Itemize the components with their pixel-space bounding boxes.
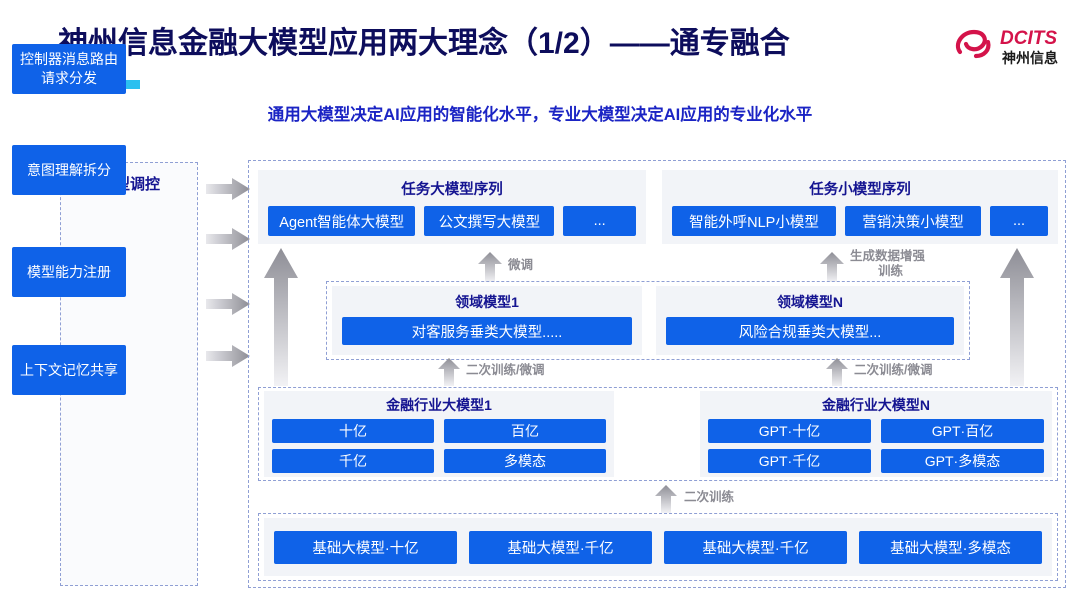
industry-model-grid-1: 十亿 百亿 千亿 多模态: [272, 419, 606, 473]
task-model-agent[interactable]: Agent智能体大模型: [268, 206, 416, 236]
domain-model-group-1: 领域模型1 对客服务垂类大模型.....: [332, 286, 642, 355]
arrow-up-fine-tune: [478, 252, 502, 282]
task-model-more[interactable]: ...: [563, 206, 636, 236]
industry-model-cell-n-2[interactable]: GPT·百亿: [881, 419, 1044, 443]
industry-model-cell-n-4[interactable]: GPT·多模态: [881, 449, 1044, 473]
industry-model-cell-1-2[interactable]: 百亿: [444, 419, 606, 443]
svg-text:神州信息: 神州信息: [1002, 50, 1058, 66]
industry-model-cell-1-1[interactable]: 十亿: [272, 419, 434, 443]
task-small-model-sequence-title: 任务小模型序列: [809, 182, 911, 198]
industry-model-group-1: 金融行业大模型1 十亿 百亿 千亿 多模态: [264, 391, 614, 477]
task-large-model-sequence-title: 任务大模型序列: [401, 182, 503, 198]
industry-model-group-n: 金融行业大模型N GPT·十亿 GPT·百亿 GPT·千亿 GPT·多模态: [700, 391, 1052, 477]
base-models-frame: [258, 513, 1058, 581]
model-stack-frame: [248, 160, 1066, 588]
base-models-row: 基础大模型·十亿 基础大模型·千亿 基础大模型·千亿 基础大模型·多模态: [264, 518, 1052, 576]
arrow-up-retrain-finetune-right: [826, 358, 848, 386]
base-model-4[interactable]: 基础大模型·多模态: [859, 530, 1042, 564]
arrow-up-retrain: [655, 485, 677, 513]
arrow-up-retrain-finetune-left: [438, 358, 460, 386]
regulation-item-context-memory[interactable]: 上下文记忆共享: [12, 345, 126, 395]
industry-model-title-1: 金融行业大模型1: [386, 397, 492, 413]
arrow-up-tall-right: [1000, 248, 1034, 386]
connector-arrow-right-2: [206, 228, 250, 250]
arrow-label-retrain: 二次训练: [684, 490, 735, 504]
industry-models-frame: [258, 387, 1058, 481]
logo-icon: DCITS 神州信息: [955, 28, 1058, 66]
domain-model-box-n[interactable]: 风险合规垂类大模型...: [666, 317, 954, 345]
task-model-document-writing[interactable]: 公文撰写大模型: [424, 206, 555, 236]
dcits-logo: DCITS 神州信息: [952, 22, 1072, 70]
domain-model-group-n: 领域模型N 风险合规垂类大模型...: [656, 286, 964, 355]
arrow-up-data-augment: [820, 252, 844, 282]
task-model-outbound-nlp[interactable]: 智能外呼NLP小模型: [672, 206, 836, 236]
svg-text:DCITS: DCITS: [1000, 28, 1057, 49]
industry-model-cell-n-1[interactable]: GPT·十亿: [708, 419, 871, 443]
domain-models-frame: [326, 281, 970, 360]
arrow-label-data-augment-line2: 训练: [878, 264, 904, 278]
industry-model-cell-n-3[interactable]: GPT·千亿: [708, 449, 871, 473]
base-model-1[interactable]: 基础大模型·十亿: [274, 530, 457, 564]
connector-arrow-right-4: [206, 345, 250, 367]
task-large-model-sequence: 任务大模型序列 Agent智能体大模型 公文撰写大模型 ...: [258, 170, 646, 244]
arrow-label-retrain-finetune-left: 二次训练/微调: [466, 363, 545, 377]
industry-model-cell-1-4[interactable]: 多模态: [444, 449, 606, 473]
header: 神州信息金融大模型应用两大理念（1/2）——通专融合 通用大模型决定AI应用的智…: [0, 0, 1080, 140]
domain-model-box-1[interactable]: 对客服务垂类大模型.....: [342, 317, 632, 345]
task-model-more-small[interactable]: ...: [990, 206, 1048, 236]
base-model-3[interactable]: 基础大模型·千亿: [664, 530, 847, 564]
task-small-model-row: 智能外呼NLP小模型 营销决策小模型 ...: [672, 206, 1048, 236]
regulation-item-intent-parsing[interactable]: 意图理解拆分: [12, 145, 126, 195]
arrow-up-tall-left: [264, 248, 298, 386]
accent-segment-3: [116, 80, 140, 89]
base-model-2[interactable]: 基础大模型·千亿: [469, 530, 652, 564]
regulation-item-controller-routing[interactable]: 控制器消息路由请求分发: [12, 44, 126, 94]
task-large-model-row: Agent智能体大模型 公文撰写大模型 ...: [268, 206, 636, 236]
page-title: 神州信息金融大模型应用两大理念（1/2）——通专融合: [58, 27, 790, 60]
connector-arrow-right-3: [206, 293, 250, 315]
industry-model-grid-n: GPT·十亿 GPT·百亿 GPT·千亿 GPT·多模态: [708, 419, 1044, 473]
arrow-label-retrain-finetune-right: 二次训练/微调: [854, 363, 933, 377]
task-small-model-sequence: 任务小模型序列 智能外呼NLP小模型 营销决策小模型 ...: [662, 170, 1058, 244]
domain-model-title-1: 领域模型1: [455, 294, 519, 310]
arrow-label-data-augment-line1: 生成数据增强: [850, 249, 926, 263]
industry-model-cell-1-3[interactable]: 千亿: [272, 449, 434, 473]
connector-arrow-right-1: [206, 178, 250, 200]
page-subtitle: 通用大模型决定AI应用的智能化水平，专业大模型决定AI应用的专业化水平: [267, 106, 813, 124]
industry-model-title-n: 金融行业大模型N: [821, 397, 931, 413]
arrow-label-fine-tune: 微调: [508, 258, 534, 272]
domain-model-title-n: 领域模型N: [776, 294, 844, 310]
regulation-item-capability-registry[interactable]: 模型能力注册: [12, 247, 126, 297]
task-model-marketing-decision[interactable]: 营销决策小模型: [845, 206, 981, 236]
